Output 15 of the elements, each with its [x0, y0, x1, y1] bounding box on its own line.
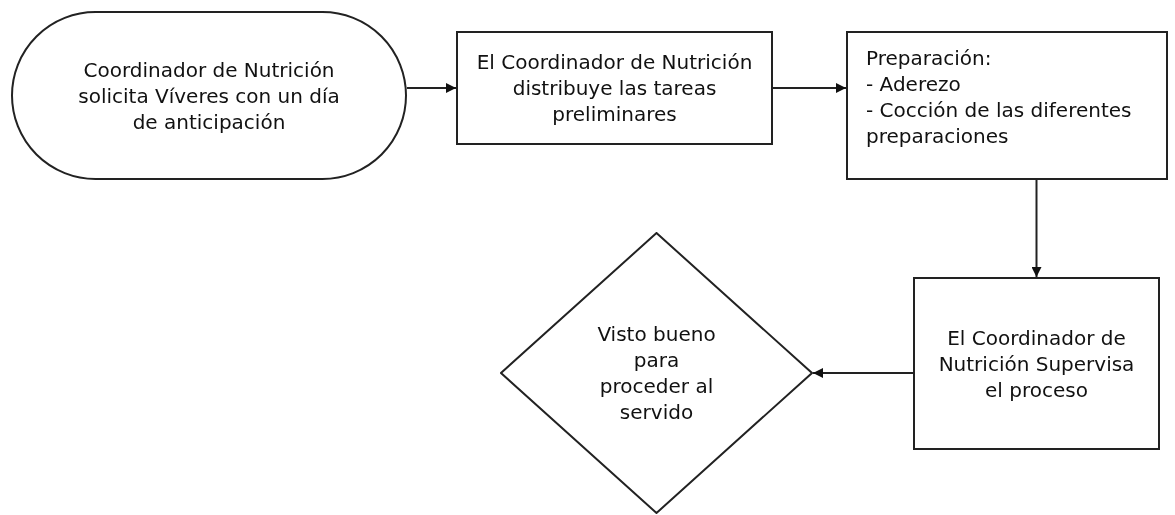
process-box [913, 277, 1160, 450]
process-box [846, 31, 1168, 180]
arrow [406, 83, 457, 93]
process-box [456, 31, 773, 145]
node-text: El Coordinador de Nutrición Supervisa el proceso [937, 324, 1136, 403]
node-text: Visto bueno para proceder al servido [596, 321, 717, 425]
arrow [812, 368, 914, 378]
box-heading: Preparación: [866, 45, 992, 71]
list-item: - Cocción de las diferentes preparaciones [866, 97, 1133, 149]
decision-diamond [500, 232, 813, 514]
arrow [1031, 179, 1042, 278]
node-text: El Coordinador de Nutrición distribuye las tareas preliminares [475, 49, 754, 127]
list-item: - Aderezo [866, 71, 961, 97]
arrow [772, 83, 847, 93]
node-text: Coordinador de Nutrición solicita Víveres con un día de anticipación [77, 56, 341, 135]
